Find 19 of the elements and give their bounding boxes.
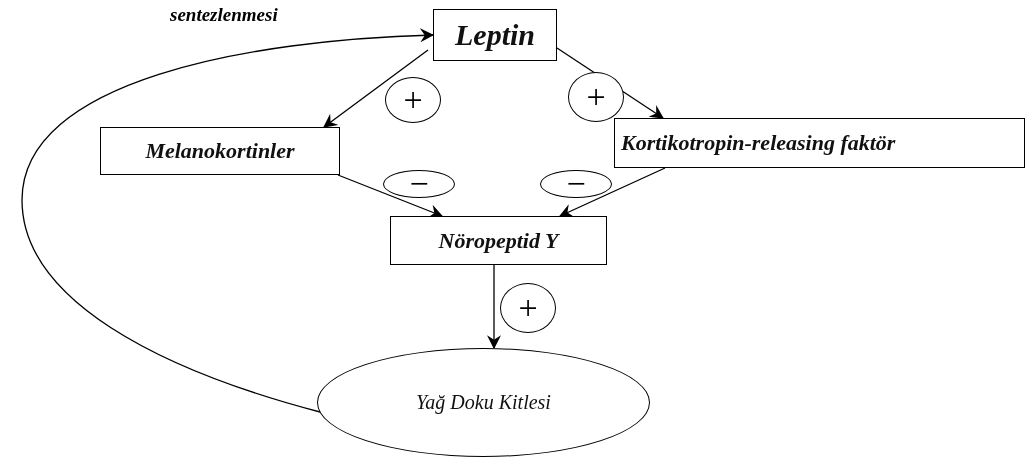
- sign-label: −: [383, 170, 455, 198]
- arrow: [487, 264, 501, 350]
- process-box: [100, 127, 340, 175]
- sign-label: +: [500, 283, 556, 333]
- node-label: Yağ Doku Kitlesi: [415, 391, 552, 414]
- arrow: [337, 174, 444, 218]
- sign-label: +: [385, 77, 441, 123]
- node-label: Leptin: [454, 18, 536, 52]
- sign-label: +: [568, 72, 624, 122]
- node-label: Nöropeptid Y: [437, 227, 561, 254]
- node-label: Melanokortinler: [144, 138, 296, 164]
- sign-label: −: [540, 170, 612, 198]
- arrow: [323, 49, 429, 128]
- process-box: [390, 216, 607, 265]
- process-box: [433, 9, 557, 61]
- node-label: Kortikotropin-releasing faktör: [620, 130, 897, 156]
- arrow: [558, 167, 666, 218]
- arrow: [21, 28, 435, 413]
- process-box: [614, 118, 1025, 168]
